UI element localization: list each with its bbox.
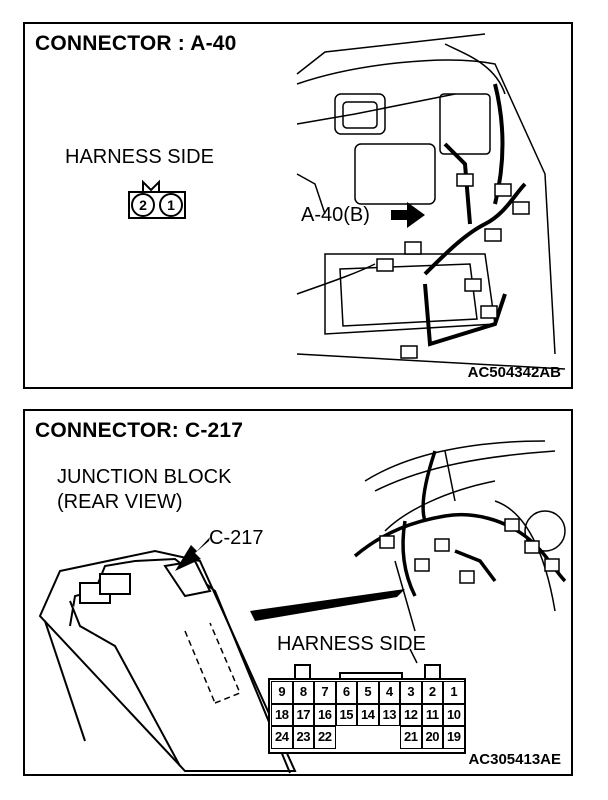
c217-pin: 6 bbox=[335, 681, 357, 704]
c217-pin: 22 bbox=[314, 726, 336, 749]
junction-block-label: JUNCTION BLOCK bbox=[57, 466, 232, 488]
c217-pin: 10 bbox=[443, 703, 465, 726]
c217-pin: 14 bbox=[357, 703, 379, 726]
c217-pin: 20 bbox=[421, 726, 443, 749]
c217-pin: 21 bbox=[400, 726, 422, 749]
c217-pin: 5 bbox=[357, 681, 379, 704]
c217-pin: 13 bbox=[378, 703, 400, 726]
panel-title: CONNECTOR : A-40 bbox=[35, 32, 237, 55]
panel-title: CONNECTOR: C-217 bbox=[35, 419, 244, 442]
a40-pin-2: 2 bbox=[139, 197, 147, 213]
c217-pin: 11 bbox=[421, 703, 443, 726]
c217-pin: 15 bbox=[335, 703, 357, 726]
c217-pin: 1 bbox=[443, 681, 465, 704]
c217-pin: 17 bbox=[292, 703, 314, 726]
harness-side-label: HARNESS SIDE bbox=[277, 633, 426, 655]
a40-callout-label: A-40(B) bbox=[301, 204, 370, 226]
figure-code: AC504342AB bbox=[467, 364, 561, 381]
c217-pin: 2 bbox=[421, 681, 443, 704]
c217-pin: 23 bbox=[292, 726, 314, 749]
a40-connector-symbol bbox=[128, 179, 186, 219]
c217-pin: 3 bbox=[400, 681, 422, 704]
c217-pin: 7 bbox=[314, 681, 336, 704]
engine-bay-illustration bbox=[296, 33, 566, 370]
c217-pin: 8 bbox=[292, 681, 314, 704]
c217-callout-label: C-217 bbox=[209, 527, 264, 549]
connector-c217-panel: CONNECTOR: C-217 JUNCTION BLOCK (REAR VI… bbox=[23, 409, 573, 776]
c217-pin: 19 bbox=[443, 726, 465, 749]
c217-pin: 24 bbox=[271, 726, 293, 749]
rear-view-label: (REAR VIEW) bbox=[57, 491, 183, 513]
harness-side-label: HARNESS SIDE bbox=[65, 146, 214, 168]
c217-pin: 9 bbox=[271, 681, 293, 704]
c217-pin: 18 bbox=[271, 703, 293, 726]
c217-pin: 16 bbox=[314, 703, 336, 726]
c217-pin: 4 bbox=[378, 681, 400, 704]
c217-pin: 12 bbox=[400, 703, 422, 726]
connector-a40-panel: CONNECTOR : A-40 HARNESS SIDE 2 1 bbox=[23, 22, 573, 389]
figure-code: AC305413AE bbox=[468, 751, 561, 768]
a40-pin-1: 1 bbox=[167, 197, 175, 213]
